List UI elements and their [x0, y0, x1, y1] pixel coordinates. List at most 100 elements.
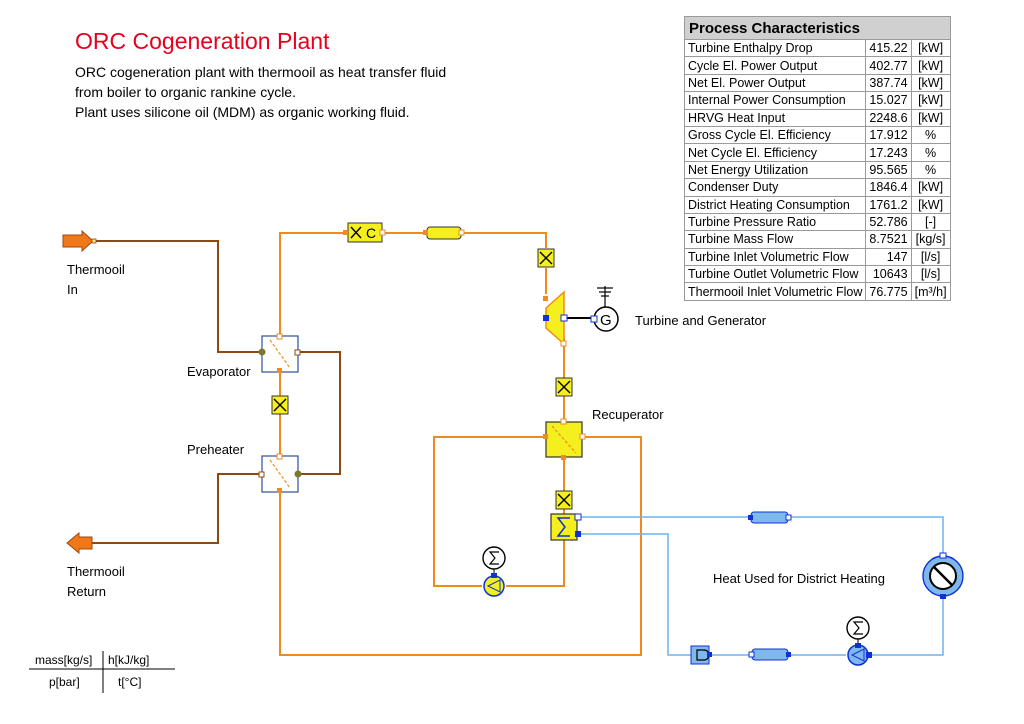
- row-unit: [kW]: [910, 178, 951, 197]
- thermooil-in-label-1: Thermooil: [67, 262, 125, 277]
- thermooil-in-label-2: In: [67, 282, 78, 297]
- row-value: 147: [865, 247, 912, 267]
- row-name: HRVG Heat Input: [683, 108, 867, 127]
- preheater-label: Preheater: [187, 442, 245, 457]
- orc-valve-icon[interactable]: [271, 395, 289, 415]
- recuperator-label: Recuperator: [592, 407, 664, 422]
- thermooil-inlet-line[interactable]: [96, 240, 262, 353]
- orc-lines: [279, 232, 642, 656]
- dh-return-line[interactable]: [870, 596, 944, 656]
- turbine-inlet-valve-icon[interactable]: [537, 248, 555, 268]
- row-name: Thermooil Inlet Volumetric Flow: [683, 282, 867, 301]
- recuperator-to-preheater-line[interactable]: [279, 436, 642, 656]
- description-line-2: from boiler to organic rankine cycle.: [75, 84, 296, 100]
- condenser-to-pump-line[interactable]: [506, 540, 565, 587]
- row-unit: [kW]: [910, 195, 951, 214]
- pump-to-recuperator-line[interactable]: [433, 436, 546, 587]
- row-name: Turbine Pressure Ratio: [683, 212, 867, 232]
- row-value: 415.22: [865, 38, 912, 58]
- row-value: 52.786: [865, 212, 912, 232]
- row-unit: [l/s]: [910, 247, 951, 267]
- water-source-icon[interactable]: [690, 645, 712, 665]
- heat-consumer-icon[interactable]: [922, 552, 964, 599]
- thermooil-evap-to-preheater-line[interactable]: [298, 351, 341, 475]
- description-line-3: Plant uses silicone oil (MDM) as organic…: [75, 104, 410, 120]
- row-value: 15.027: [865, 91, 912, 110]
- thermooil-in-arrow-icon[interactable]: [62, 229, 97, 253]
- row-unit: %: [910, 143, 951, 162]
- row-name: Turbine Inlet Volumetric Flow: [683, 247, 867, 267]
- row-name: Net Energy Utilization: [683, 160, 867, 180]
- dh-pump-icon[interactable]: [846, 616, 872, 666]
- legend-temperature: t[°C]: [118, 675, 142, 689]
- dh-return-pipe-icon[interactable]: [748, 648, 791, 661]
- turbine-outlet-valve-icon[interactable]: [555, 377, 573, 397]
- legend-enthalpy: h[kJ/kg]: [108, 653, 150, 667]
- row-value: 2248.6: [865, 108, 912, 127]
- svg-text:G: G: [600, 312, 612, 329]
- row-value: 402.77: [865, 56, 912, 75]
- row-unit: [kg/s]: [910, 230, 951, 249]
- evaporator-label: Evaporator: [187, 364, 251, 379]
- row-value: 8.7521: [865, 230, 912, 249]
- legend-mass: mass[kg/s]: [35, 653, 93, 667]
- row-unit: [kW]: [910, 38, 951, 58]
- condenser-inlet-valve-icon[interactable]: [555, 490, 573, 510]
- thermooil-return-label-2: Return: [67, 584, 107, 599]
- generator-icon[interactable]: G: [590, 286, 619, 332]
- row-unit: [kW]: [910, 108, 951, 127]
- condenser-hot-water-line[interactable]: [580, 516, 944, 556]
- row-value: 95.565: [865, 160, 912, 180]
- row-name: Gross Cycle El. Efficiency: [683, 125, 867, 145]
- row-value: 17.912: [865, 125, 912, 145]
- page-title: ORC Cogeneration Plant: [75, 28, 330, 54]
- process-characteristics-title: Process Characteristics: [684, 16, 951, 40]
- evaporator-to-turbine-line[interactable]: [279, 232, 547, 336]
- legend-pressure: p[bar]: [49, 675, 80, 689]
- row-value: 1761.2: [865, 195, 912, 214]
- dh-supply-pipe-icon[interactable]: [748, 511, 792, 524]
- thermooil-return-line[interactable]: [92, 473, 262, 544]
- evaporator-icon[interactable]: [258, 333, 301, 373]
- row-unit: [kW]: [910, 73, 951, 93]
- water-lines: [580, 516, 944, 656]
- mixer-controller-icon[interactable]: C: [343, 222, 386, 243]
- row-name: District Heating Consumption: [683, 195, 867, 214]
- condenser-icon[interactable]: [550, 513, 582, 541]
- row-name: Turbine Outlet Volumetric Flow: [683, 265, 867, 284]
- row-value: 76.775: [865, 282, 912, 301]
- row-name: Cycle El. Power Output: [683, 56, 867, 75]
- thermooil-return-label-1: Thermooil: [67, 564, 125, 579]
- row-unit: %: [910, 125, 951, 145]
- row-value: 387.74: [865, 73, 912, 93]
- thermooil-return-arrow-icon[interactable]: [66, 531, 93, 555]
- preheater-icon[interactable]: [258, 453, 302, 493]
- dh-pump-to-condenser-line[interactable]: [580, 533, 846, 656]
- row-unit: [l/s]: [910, 265, 951, 284]
- process-characteristics-table: Process Characteristics Turbine Enthalpy…: [683, 16, 951, 301]
- row-name: Condenser Duty: [683, 178, 867, 197]
- turbine-icon[interactable]: [543, 290, 568, 347]
- description-line-1: ORC cogeneration plant with thermooil as…: [75, 64, 447, 80]
- row-name: Turbine Enthalpy Drop: [683, 38, 867, 58]
- row-unit: %: [910, 160, 951, 180]
- row-value: 10643: [865, 265, 912, 284]
- row-name: Turbine Mass Flow: [683, 230, 867, 249]
- recuperator-icon[interactable]: [543, 418, 586, 460]
- orc-pipe-icon[interactable]: [423, 226, 465, 240]
- feed-pump-icon[interactable]: [482, 546, 506, 597]
